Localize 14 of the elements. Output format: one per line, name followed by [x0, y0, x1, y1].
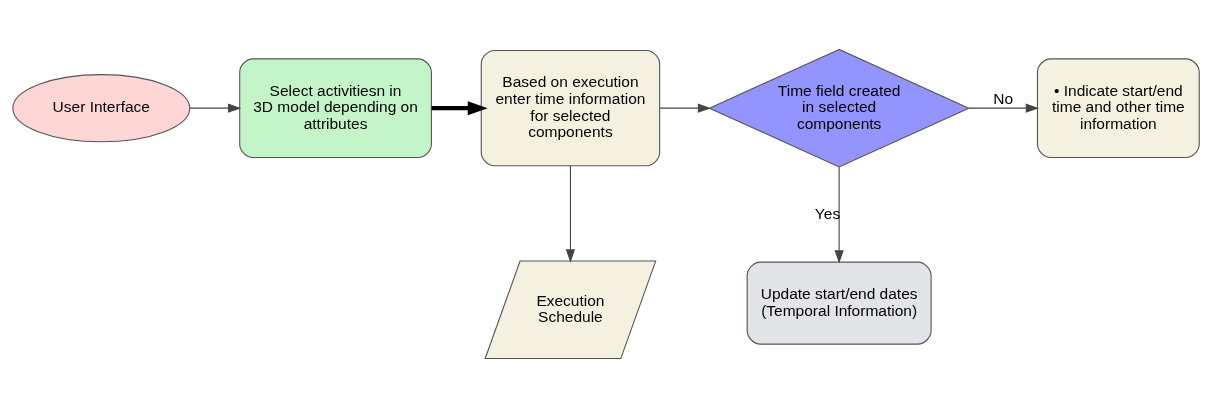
node-box: Update start/end dates (Temporal Information): [746, 261, 932, 345]
arrow: [431, 101, 488, 116]
node-box: • Indicate start/end time and other time information: [1036, 58, 1200, 158]
edge-label: Yes: [814, 204, 841, 222]
node-diamond: Time field created in selected components: [708, 48, 971, 168]
node-box: Based on execution enter time information for selected components: [480, 50, 661, 167]
arrow: [968, 103, 1040, 113]
edge-label: No: [993, 89, 1014, 107]
arrow: [189, 103, 242, 113]
arrow: [659, 103, 712, 113]
node-ellipse: User Interface: [12, 74, 191, 143]
node-box: Select activitiesn in 3D model depending on attributes: [239, 58, 432, 158]
arrow: [565, 165, 576, 263]
arrow: [834, 166, 844, 264]
